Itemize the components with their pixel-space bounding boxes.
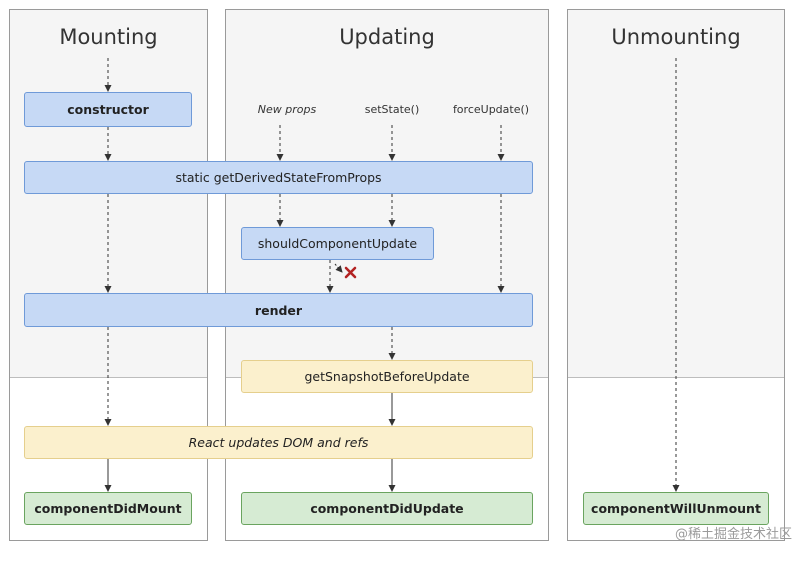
get-derived-state-box: static getDerivedStateFromProps xyxy=(24,161,533,194)
component-will-unmount-box: componentWillUnmount xyxy=(583,492,769,525)
arrow-scu-cancel xyxy=(334,263,343,273)
column-title-mounting: Mounting xyxy=(59,25,158,49)
trigger-force-update: forceUpdate() xyxy=(452,103,530,116)
column-title-updating: Updating xyxy=(339,25,435,49)
constructor-box: constructor xyxy=(24,92,192,127)
trigger-new-props: New props xyxy=(257,103,317,116)
watermark: @稀土掘金技术社区 xyxy=(674,527,792,542)
get-snapshot-box: getSnapshotBeforeUpdate xyxy=(241,360,533,393)
component-did-update-box: componentDidUpdate xyxy=(241,492,533,525)
dom-update-box: React updates DOM and refs xyxy=(24,426,533,459)
should-component-update-box: shouldComponentUpdate xyxy=(241,227,434,260)
render-box: render xyxy=(24,293,533,327)
column-title-unmounting: Unmounting xyxy=(611,25,741,49)
cancel-x-icon xyxy=(344,266,357,279)
trigger-set-state: setState() xyxy=(364,103,420,116)
component-did-mount-box: componentDidMount xyxy=(24,492,192,525)
